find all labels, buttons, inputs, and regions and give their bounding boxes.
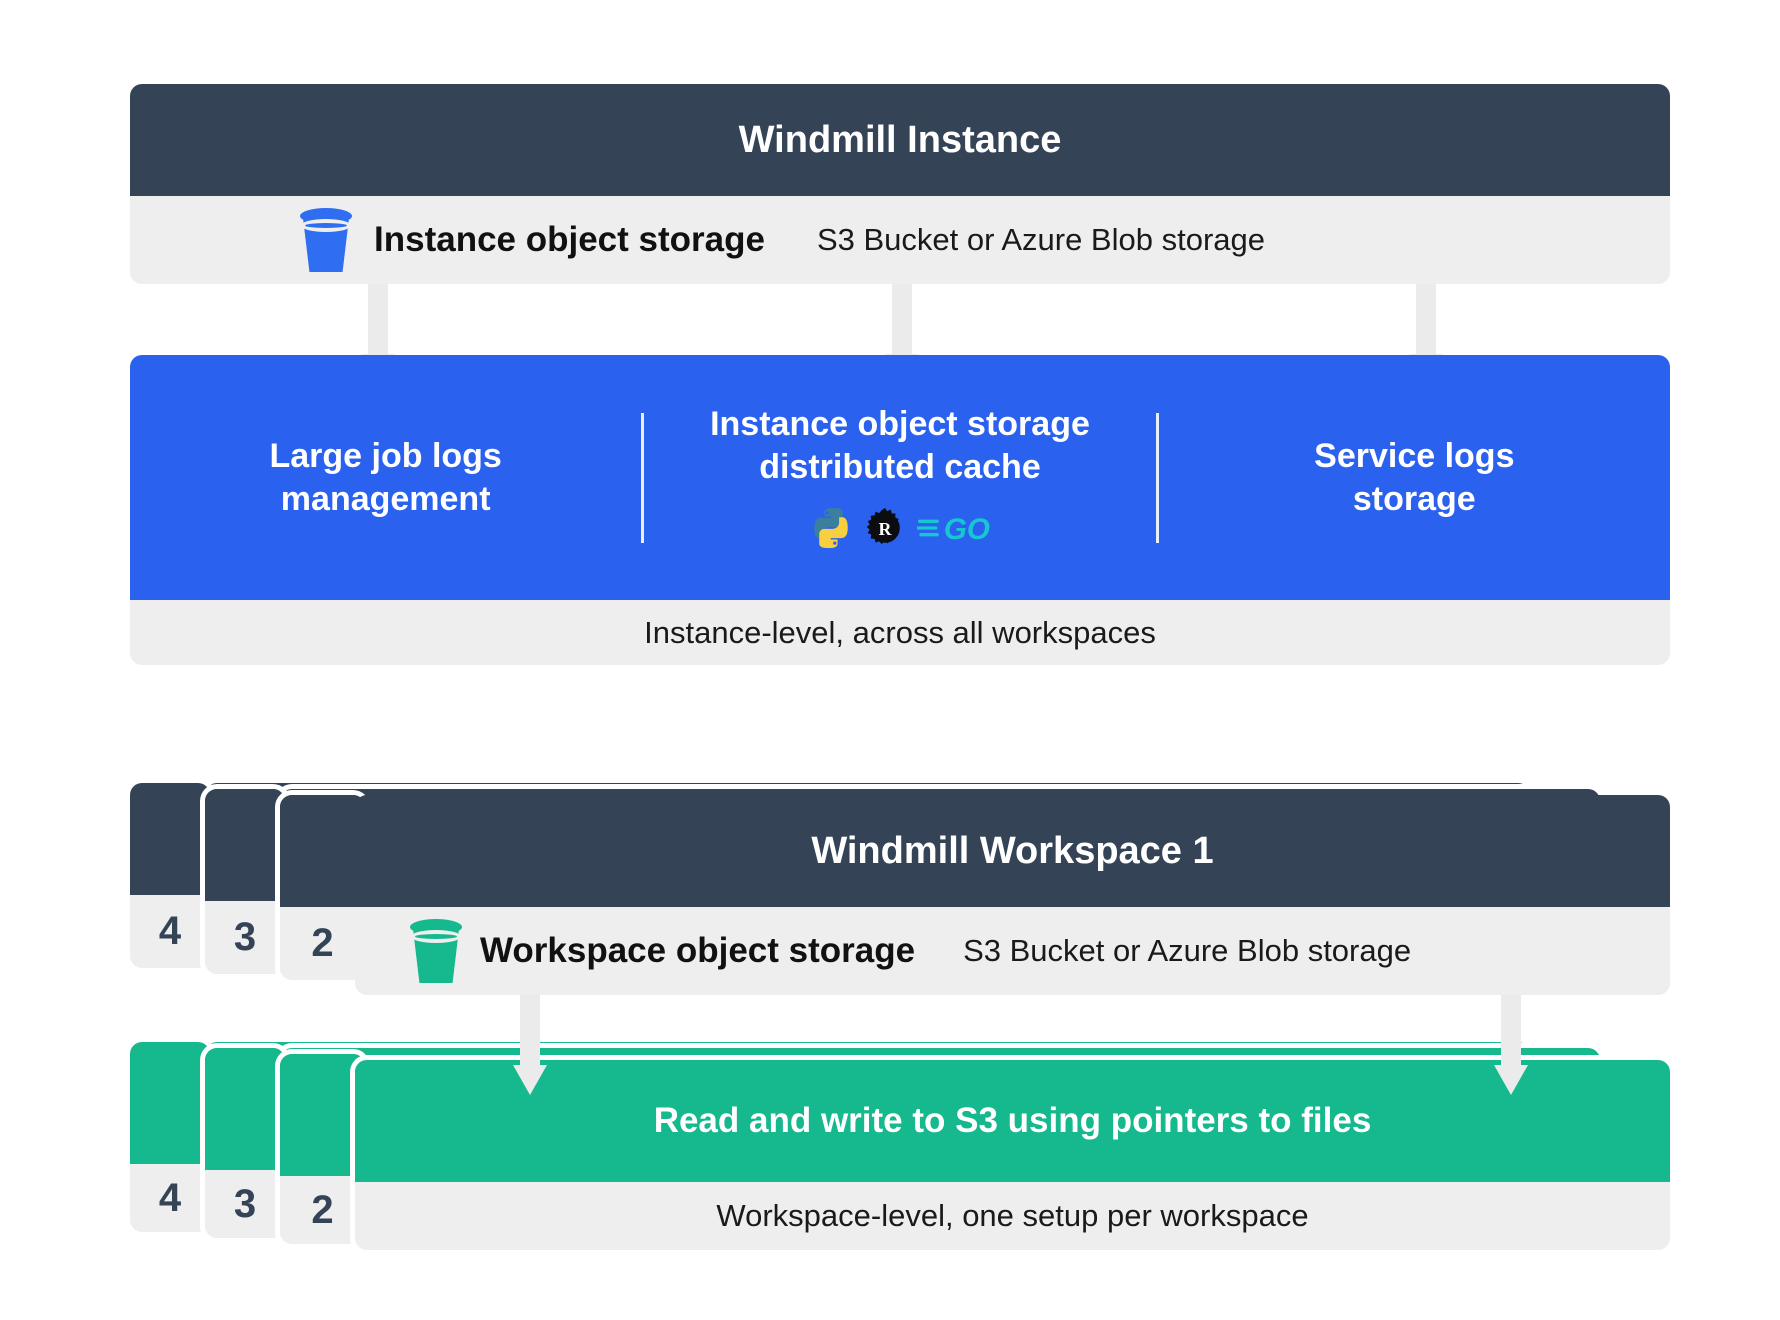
bucket-icon-green [410, 919, 462, 983]
instance-feature-band: Large job logs management Instance objec… [130, 355, 1670, 665]
feature-column-service-logs: Service logs storage [1159, 435, 1670, 521]
windmill-instance-card: Windmill Instance Instance object storag… [130, 84, 1670, 284]
workspace-stack-card-3-top [205, 789, 285, 901]
green-stack-number-2: 2 [280, 1176, 365, 1244]
instance-storage-sublabel: S3 Bucket or Azure Blob storage [816, 222, 1265, 257]
feature-title-2-line1: Service logs [1314, 436, 1515, 475]
workspace-stack-card-3[interactable]: 3 [205, 789, 285, 974]
workspace-storage-label: Workspace object storage [480, 931, 916, 970]
workspace-title: Windmill Workspace 1 [355, 795, 1670, 907]
feature-title-0-line2: management [280, 479, 491, 518]
green-band-main: Read and write to S3 using pointers to f… [355, 1060, 1670, 1182]
green-stack-card-2[interactable]: 2 [280, 1054, 365, 1244]
rust-icon: R [866, 508, 900, 545]
language-icons-row: R GO [809, 504, 991, 552]
feature-title-2: Service logs storage [1314, 435, 1514, 521]
green-stack-card-3-top [205, 1048, 285, 1170]
feature-title-0: Large job logs management [269, 435, 501, 521]
windmill-workspace-card: Windmill Workspace 1 Workspace object st… [355, 795, 1670, 995]
workspace-level-footer: Workspace-level, one setup per workspace [355, 1182, 1670, 1250]
instance-storage-label: Instance object storage [374, 220, 765, 259]
feature-column-large-job-logs: Large job logs management [130, 435, 641, 521]
workspace-stack-card-4[interactable]: 4 [130, 783, 210, 968]
go-icon: GO [916, 513, 990, 546]
green-stack-card-3[interactable]: 3 [205, 1048, 285, 1238]
feature-title-1: Instance object storage distributed cach… [710, 403, 1090, 489]
bucket-icon-blue [300, 208, 352, 272]
workspace-s3-band: Read and write to S3 using pointers to f… [355, 1060, 1670, 1250]
instance-level-footer: Instance-level, across all workspaces [130, 600, 1670, 665]
green-stack-number-4: 4 [130, 1164, 210, 1232]
feature-title-1-line1: Instance object storage [710, 404, 1090, 443]
instance-storage-row: Instance object storage S3 Bucket or Azu… [130, 196, 1670, 284]
feature-columns: Large job logs management Instance objec… [130, 355, 1670, 600]
feature-title-1-line2: distributed cache [759, 447, 1041, 486]
green-band-title: Read and write to S3 using pointers to f… [653, 1101, 1372, 1140]
workspace-stack-card-4-top [130, 783, 210, 895]
feature-column-distributed-cache: Instance object storage distributed cach… [644, 403, 1155, 553]
workspace-storage-sublabel: S3 Bucket or Azure Blob storage [963, 933, 1412, 968]
feature-title-2-line2: storage [1352, 479, 1476, 518]
feature-title-0-line1: Large job logs [269, 436, 502, 475]
svg-text:R: R [879, 519, 893, 539]
feature-divider-1 [641, 412, 645, 543]
workspace-stack-number-2: 2 [280, 907, 365, 980]
green-stack-card-4[interactable]: 4 [130, 1042, 210, 1232]
python-icon [814, 508, 848, 549]
workspace-stack-card-2-top [280, 795, 365, 907]
workspace-stack-number-3: 3 [205, 901, 285, 974]
workspace-stack-card-2[interactable]: 2 [280, 795, 365, 980]
workspace-storage-row: Workspace object storage S3 Bucket or Az… [355, 907, 1670, 995]
feature-divider-2 [1155, 412, 1159, 543]
green-stack-card-2-top [280, 1054, 365, 1176]
green-stack-card-4-top [130, 1042, 210, 1164]
workspace-stack-number-4: 4 [130, 895, 210, 968]
svg-text:GO: GO [944, 513, 990, 546]
instance-title: Windmill Instance [130, 84, 1670, 196]
green-stack-number-3: 3 [205, 1170, 285, 1238]
